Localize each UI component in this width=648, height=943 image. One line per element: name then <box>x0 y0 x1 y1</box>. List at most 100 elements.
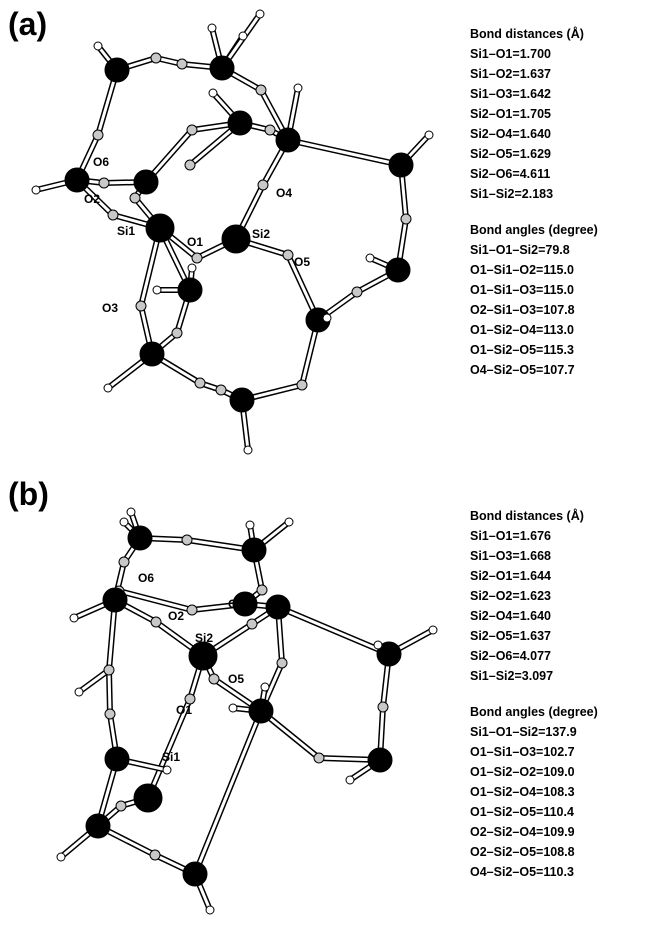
oxygen-atom <box>191 252 203 264</box>
oxygen-atom <box>92 129 104 141</box>
carbon-atom <box>241 537 267 563</box>
carbon-atom <box>139 341 165 367</box>
hydrogen-atom <box>428 625 438 635</box>
oxygen-atom <box>377 701 389 713</box>
oxygen-atom <box>208 673 220 685</box>
oxygen-atom <box>255 84 267 96</box>
hydrogen-atom <box>119 517 129 527</box>
distance-row: Si2–O2=1.623 <box>470 589 551 603</box>
hydrogen-atom <box>228 703 238 713</box>
hydrogen-atom <box>345 775 355 785</box>
hydrogen-atom <box>103 383 113 393</box>
oxygen-atom <box>184 159 196 171</box>
hydrogen-atom <box>365 253 375 263</box>
panel-a-data-table: Bond distances (Å) Si1–O1=1.700 Si1–O2=1… <box>470 24 598 380</box>
distance-row: Si2–O1=1.705 <box>470 107 551 121</box>
panel-a-label: (a) <box>8 6 48 42</box>
oxygen-atom <box>129 192 141 204</box>
panel-b-data-table: Bond distances (Å) Si1–O1=1.676 Si1–O3=1… <box>470 506 598 882</box>
bond-distances-title: Bond distances (Å) <box>470 509 584 523</box>
atom-label-o6: O6 <box>93 155 109 169</box>
angle-row: O1–Si1–O2=115.0 <box>470 263 574 277</box>
distance-row: Si2–O5=1.637 <box>470 629 551 643</box>
hydrogen-atom <box>260 682 270 692</box>
angle-row: Si1–O1–Si2=137.9 <box>470 725 577 739</box>
angle-row: O1–Si2–O4=108.3 <box>470 785 575 799</box>
hydrogen-atom <box>424 130 434 140</box>
oxygen-atom <box>184 693 196 705</box>
carbon-atom <box>177 277 203 303</box>
oxygen-atom <box>282 249 294 261</box>
oxygen-atom <box>351 286 363 298</box>
carbon-atom <box>133 169 159 195</box>
hydrogen-atom <box>69 613 79 623</box>
distance-row: Si2–O4=1.640 <box>470 609 551 623</box>
atom-label-si1: Si1 <box>117 224 135 238</box>
carbon-atom <box>104 57 130 83</box>
distance-row: Si2–O4=1.640 <box>470 127 551 141</box>
silicon-atom <box>133 783 163 813</box>
oxygen-atom <box>115 800 127 812</box>
distance-row: Si1–O3=1.642 <box>470 87 551 101</box>
distance-row: Si1–O3=1.668 <box>470 549 551 563</box>
hydrogen-atom <box>205 905 215 915</box>
carbon-atom <box>376 641 402 667</box>
hydrogen-atom <box>238 31 248 41</box>
angle-row: O2–Si2–O4=109.9 <box>470 825 575 839</box>
hydrogen-atom <box>93 41 103 51</box>
atom-label-o4: O4 <box>228 597 244 611</box>
bond <box>276 605 391 656</box>
carbon-atom <box>388 152 414 178</box>
angle-row: O1–Si2–O5=115.3 <box>470 343 574 357</box>
angle-row: O1–Si2–O4=113.0 <box>470 323 574 337</box>
hydrogen-atom <box>162 765 172 775</box>
oxygen-atom <box>296 379 308 391</box>
angle-row: O1–Si2–O2=109.0 <box>470 765 575 779</box>
atom-label-o3: O3 <box>107 753 123 767</box>
hydrogen-atom <box>245 520 255 530</box>
hydrogen-atom <box>74 687 84 697</box>
hydrogen-atom <box>322 313 332 323</box>
distance-row: Si1–O1=1.676 <box>470 529 551 543</box>
oxygen-atom <box>98 177 110 189</box>
panel-b: (b) O6 O2 O4 Si2 O5 O1 Si1 O3 Bond dista… <box>0 470 648 943</box>
oxygen-atom <box>149 849 161 861</box>
carbon-atom <box>64 167 90 193</box>
distance-row: Si2–O6=4.077 <box>470 649 551 663</box>
oxygen-atom <box>256 584 268 596</box>
angle-row: O2–Si2–O5=108.8 <box>470 845 575 859</box>
atom-label-o1: O1 <box>187 235 203 249</box>
oxygen-atom <box>103 664 115 676</box>
hydrogen-atom <box>207 23 217 33</box>
oxygen-atom <box>246 618 258 630</box>
carbon-atom <box>367 747 393 773</box>
silicon-atom <box>145 213 175 243</box>
carbon-atom <box>232 591 258 617</box>
atom-label-o2: O2 <box>84 192 100 206</box>
distance-row: Si2–O5=1.629 <box>470 147 551 161</box>
oxygen-atom <box>186 604 198 616</box>
oxygen-atom <box>313 752 325 764</box>
angle-row: Si1–O1–Si2=79.8 <box>470 243 570 257</box>
atom-label-si1: Si1 <box>162 750 180 764</box>
atom-label-o2: O2 <box>168 609 184 623</box>
oxygen-atom <box>171 327 183 339</box>
atom-label-si2: Si2 <box>195 631 213 645</box>
bond <box>286 138 403 167</box>
oxygen-atom <box>176 58 188 70</box>
hydrogen-atom <box>373 640 383 650</box>
oxygen-atom <box>400 213 412 225</box>
hydrogen-atom <box>187 263 197 273</box>
angle-row: O1–Si1–O3=115.0 <box>470 283 574 297</box>
bond-angles-title: Bond angles (degree) <box>470 705 598 719</box>
carbon-atom <box>102 587 128 613</box>
carbon-atom <box>127 525 153 551</box>
oxygen-atom <box>257 179 269 191</box>
carbon-atom <box>85 813 111 839</box>
bond <box>117 589 194 612</box>
hydrogen-atom <box>255 9 265 19</box>
panel-a: (a) O6 O2 Si1 O1 Si2 O4 O5 O3 Bond dista… <box>0 0 648 470</box>
angle-row: O1–Si2–O5=110.4 <box>470 805 574 819</box>
angle-row: O4–Si2–O5=110.3 <box>470 865 574 879</box>
atom-label-si2: Si2 <box>252 227 270 241</box>
